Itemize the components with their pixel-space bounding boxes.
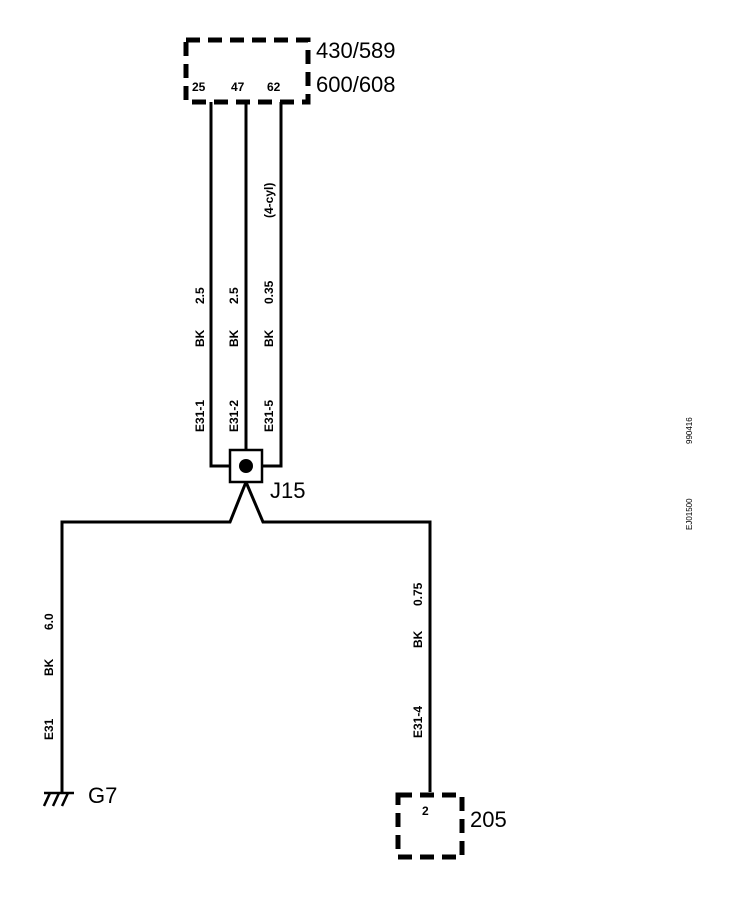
ground-icon bbox=[42, 791, 74, 807]
date-code: 990416 bbox=[685, 417, 694, 444]
pin-label-25: 25 bbox=[192, 80, 206, 94]
ground-g7: G7 bbox=[42, 783, 117, 808]
wire-size-label: 0.75 bbox=[411, 582, 425, 606]
upper-wires bbox=[209, 102, 283, 468]
wire-label-e31-1: E31-1 BK 2.5 bbox=[193, 287, 207, 432]
wire-e31-4-line bbox=[244, 481, 432, 792]
wire-e31-1-line bbox=[209, 102, 230, 468]
top-module-label-2: 600/608 bbox=[316, 72, 396, 97]
splice-j15: J15 bbox=[228, 448, 305, 503]
wire-circuit-label: E31-2 bbox=[227, 400, 241, 432]
wire-color-label: BK bbox=[262, 329, 276, 347]
wire-color-label: BK bbox=[193, 329, 207, 347]
wire-circuit-label: E31-5 bbox=[262, 400, 276, 432]
wire-color-label: BK bbox=[411, 630, 425, 648]
wire-note-label: (4-cyl) bbox=[262, 183, 276, 218]
wire-color-label: BK bbox=[42, 658, 56, 676]
top-module-label-1: 430/589 bbox=[316, 38, 396, 63]
side-codes: 990416 EJ01500 bbox=[685, 417, 694, 530]
wire-size-label: 0.35 bbox=[262, 280, 276, 304]
wire-size-label: 6.0 bbox=[42, 613, 56, 630]
ground-label: G7 bbox=[88, 783, 117, 808]
wire-label-e31: E31 BK 6.0 bbox=[42, 613, 56, 740]
splice-dot bbox=[239, 459, 253, 473]
wire-circuit-label: E31 bbox=[42, 718, 56, 740]
bottom-pin-label: 2 bbox=[422, 804, 429, 818]
wire-color-label: BK bbox=[227, 329, 241, 347]
lower-wires bbox=[60, 481, 432, 792]
wire-circuit-label: E31-4 bbox=[411, 706, 425, 738]
wire-label-e31-2: E31-2 BK 2.5 bbox=[227, 287, 241, 432]
pin-label-47: 47 bbox=[231, 80, 245, 94]
wire-circuit-label: E31-1 bbox=[193, 400, 207, 432]
wire-label-e31-4: E31-4 BK 0.75 bbox=[411, 582, 425, 738]
wire-label-e31-5: E31-5 BK 0.35 (4-cyl) bbox=[262, 183, 276, 432]
figure-id: EJ01500 bbox=[685, 498, 694, 530]
bottom-module-label: 205 bbox=[470, 807, 507, 832]
splice-label: J15 bbox=[270, 478, 305, 503]
wire-size-label: 2.5 bbox=[227, 287, 241, 304]
wire-e31-5-line bbox=[262, 102, 283, 468]
wire-size-label: 2.5 bbox=[193, 287, 207, 304]
bottom-module: 2 205 bbox=[395, 792, 507, 860]
wire-e31-line bbox=[60, 481, 248, 792]
pin-label-62: 62 bbox=[267, 80, 281, 94]
top-module: 430/589 600/608 25 47 62 bbox=[183, 37, 396, 105]
